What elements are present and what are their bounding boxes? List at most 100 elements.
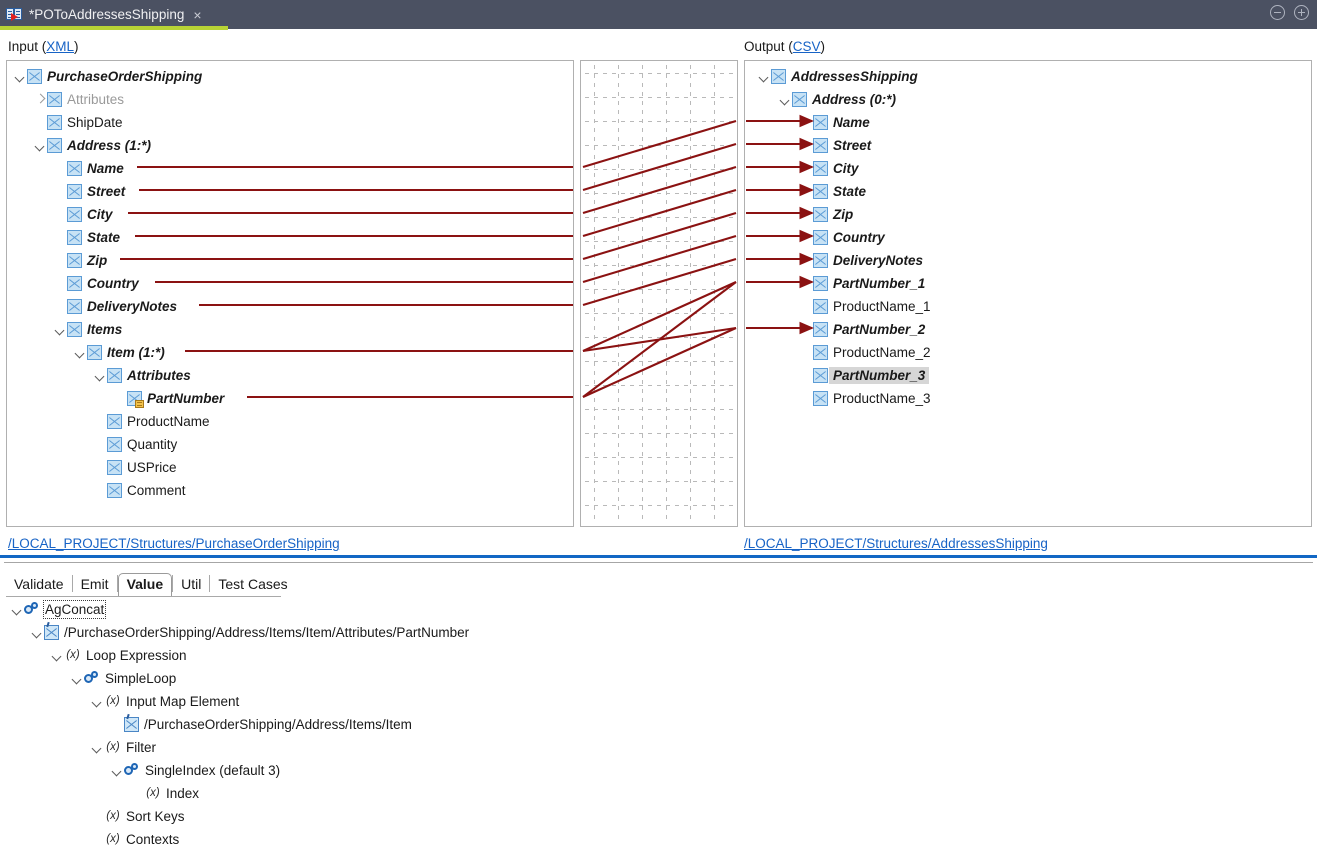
output-structure-path-link[interactable]: /LOCAL_PROJECT/Structures/AddressesShipp… <box>744 536 1048 551</box>
tree-row[interactable]: ProductName <box>93 410 210 432</box>
maximize-icon[interactable] <box>1294 5 1309 20</box>
expression-tree-row[interactable]: (x)Input Map Element <box>90 690 239 712</box>
tree-row[interactable]: State <box>799 180 866 202</box>
tree-row[interactable]: DeliveryNotes <box>799 249 923 271</box>
element-icon <box>771 68 786 84</box>
element-icon <box>813 206 828 222</box>
expand-collapse-down-icon[interactable] <box>757 65 771 87</box>
expression-tree-row[interactable]: (x)Filter <box>90 736 156 758</box>
element-icon <box>67 183 82 199</box>
tree-row[interactable]: Items <box>53 318 122 340</box>
expand-collapse-down-icon[interactable] <box>93 364 107 386</box>
tab-value[interactable]: Value <box>117 573 173 596</box>
tab-bar-rule <box>6 596 281 597</box>
expand-collapse-down-icon[interactable] <box>110 759 124 781</box>
input-header: Input (XML) <box>8 39 79 54</box>
expand-collapse-down-icon[interactable] <box>73 341 87 363</box>
element-icon <box>67 206 82 222</box>
tree-spacer <box>110 713 124 735</box>
tree-row[interactable]: PartNumber_1 <box>799 272 925 294</box>
tree-row[interactable]: Country <box>799 226 885 248</box>
tree-row[interactable]: ProductName_2 <box>799 341 931 363</box>
input-structure-path-link[interactable]: /LOCAL_PROJECT/Structures/PurchaseOrderS… <box>8 536 340 551</box>
tab-separator <box>71 574 73 592</box>
tree-row[interactable]: PartNumber_2 <box>799 318 925 340</box>
expand-collapse-down-icon[interactable] <box>90 736 104 758</box>
tree-row[interactable]: Street <box>53 180 125 202</box>
tree-row-label: Comment <box>127 482 186 498</box>
tree-row[interactable]: DeliveryNotes <box>53 295 177 317</box>
tree-row[interactable]: Country <box>53 272 139 294</box>
tree-row[interactable]: Comment <box>93 479 186 501</box>
function-icon: (x) <box>106 695 120 707</box>
bottom-tab-bar[interactable]: Validate Emit Value Util Test Cases <box>6 571 296 596</box>
mapping-grid-panel[interactable] <box>580 60 738 527</box>
expression-tree-row[interactable]: (x)Index <box>130 782 199 804</box>
expand-collapse-down-icon[interactable] <box>50 644 64 666</box>
tree-row[interactable]: State <box>53 226 120 248</box>
tab-test-cases[interactable]: Test Cases <box>218 576 288 592</box>
input-format-link[interactable]: XML <box>46 39 75 54</box>
tab-emit[interactable]: Emit <box>80 576 109 592</box>
tree-row[interactable]: ProductName_3 <box>799 387 931 409</box>
expand-collapse-down-icon[interactable] <box>778 88 792 110</box>
tree-row-label: ProductName_3 <box>833 390 931 406</box>
tree-row[interactable]: Item (1:*) <box>73 341 165 363</box>
expand-collapse-down-icon[interactable] <box>13 65 27 87</box>
expression-tree-row[interactable]: (x)Sort Keys <box>90 805 184 827</box>
expand-collapse-right-icon[interactable] <box>33 88 47 110</box>
tree-spacer <box>90 805 104 827</box>
expression-tree-row-label: AgConcat <box>42 599 107 619</box>
tree-row[interactable]: City <box>799 157 859 179</box>
minimize-icon[interactable] <box>1270 5 1285 20</box>
tab-validate[interactable]: Validate <box>14 576 64 592</box>
element-icon <box>813 252 828 268</box>
tree-row-label: DeliveryNotes <box>87 298 178 314</box>
close-icon[interactable]: × <box>193 6 202 23</box>
tree-row-label: Attributes <box>127 367 191 383</box>
tab-util[interactable]: Util <box>181 576 202 592</box>
tree-row-label: Name <box>833 114 870 130</box>
expand-collapse-down-icon[interactable] <box>70 667 84 689</box>
tree-row[interactable]: Address (1:*) <box>33 134 151 156</box>
tree-spacer <box>799 272 813 294</box>
tree-row[interactable]: ProductName_1 <box>799 295 931 317</box>
expression-tree-row[interactable]: /PurchaseOrderShipping/Address/Items/Ite… <box>30 621 469 643</box>
expand-collapse-down-icon[interactable] <box>10 598 24 620</box>
tree-row[interactable]: PurchaseOrderShipping <box>13 65 202 87</box>
expression-tree-row[interactable]: (x)Contexts <box>90 828 179 850</box>
expression-tree-row[interactable]: SimpleLoop <box>70 667 176 689</box>
tree-row[interactable]: Attributes <box>33 88 124 110</box>
tree-row[interactable]: PartNumber <box>113 387 224 409</box>
tree-row[interactable]: USPrice <box>93 456 177 478</box>
expression-tree-row[interactable]: AgConcat <box>10 598 107 620</box>
tree-row[interactable]: Attributes <box>93 364 191 386</box>
tree-row[interactable]: City <box>53 203 113 225</box>
tree-row-label: PartNumber <box>147 390 225 406</box>
tree-row[interactable]: Address (0:*) <box>778 88 896 110</box>
expression-tree-row-label: Index <box>166 785 200 801</box>
tree-row[interactable]: PartNumber_3 <box>799 364 930 386</box>
tree-row[interactable]: Name <box>799 111 870 133</box>
expression-tree-row[interactable]: /PurchaseOrderShipping/Address/Items/Ite… <box>110 713 412 735</box>
expand-collapse-down-icon[interactable] <box>53 318 67 340</box>
editor-tab-label: *POToAddressesShipping <box>29 7 185 22</box>
expression-tree-row[interactable]: (x)Loop Expression <box>50 644 186 666</box>
tree-row[interactable]: Name <box>53 157 124 179</box>
expand-collapse-down-icon[interactable] <box>33 134 47 156</box>
tree-row[interactable]: Zip <box>799 203 853 225</box>
output-format-link[interactable]: CSV <box>792 39 821 54</box>
expand-collapse-down-icon[interactable] <box>90 690 104 712</box>
expand-collapse-down-icon[interactable] <box>30 621 44 643</box>
editor-tab-potoaddressesshipping[interactable]: *POToAddressesShipping × <box>0 0 211 29</box>
tree-row[interactable]: Quantity <box>93 433 177 455</box>
expression-tree-row[interactable]: SingleIndex (default 3) <box>110 759 280 781</box>
tree-row[interactable]: AddressesShipping <box>757 65 918 87</box>
tree-row[interactable]: Street <box>799 134 871 156</box>
tree-spacer <box>799 295 813 317</box>
tree-row[interactable]: Zip <box>53 249 107 271</box>
tree-row[interactable]: ShipDate <box>33 111 123 133</box>
horizontal-splitter[interactable] <box>0 555 1317 558</box>
